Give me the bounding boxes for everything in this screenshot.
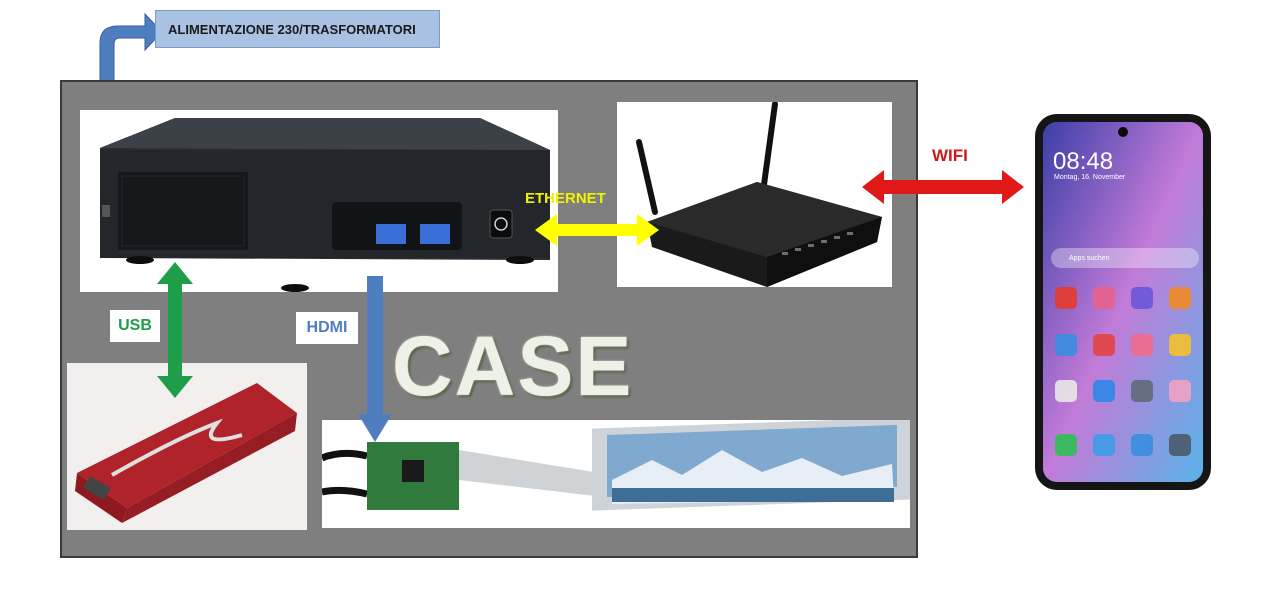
phone-date: Montag, 16. November <box>1054 174 1126 181</box>
ethernet-label: ETHERNET <box>525 190 606 207</box>
usb-arrow <box>157 262 193 398</box>
mini-pc-image <box>80 110 558 292</box>
ethernet-arrow <box>535 214 659 246</box>
case-label: CASE <box>392 319 634 413</box>
wifi-arrow <box>862 170 1024 204</box>
usb-dac-image <box>67 363 307 530</box>
router-image <box>617 101 892 287</box>
hdmi-label: HDMI <box>296 312 358 344</box>
hdmi-arrow <box>358 276 392 442</box>
usb-label: USB <box>110 310 160 342</box>
smartphone-image: 08:48 Montag, 16. November Apps suchen <box>1033 112 1213 492</box>
power-label: ALIMENTAZIONE 230/TRASFORMATORI <box>155 10 440 48</box>
phone-search: Apps suchen <box>1069 255 1110 262</box>
phone-time: 08:48 <box>1053 148 1114 175</box>
display-board-image <box>320 417 910 528</box>
wifi-label: WIFI <box>932 146 968 165</box>
power-arrow <box>99 12 163 84</box>
